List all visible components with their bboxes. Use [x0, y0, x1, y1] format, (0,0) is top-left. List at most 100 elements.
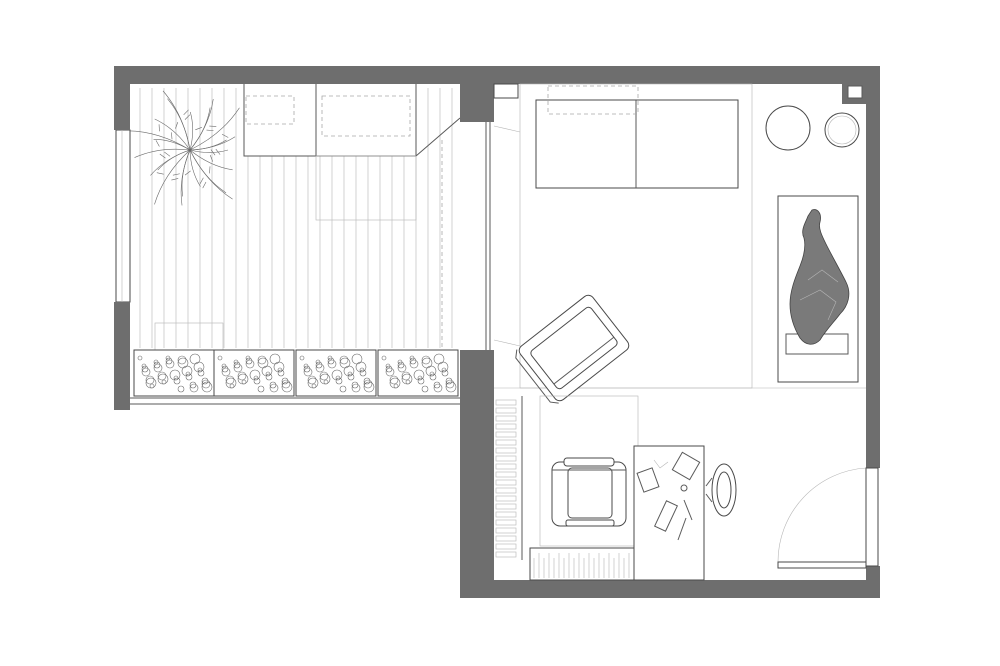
shrub-leaf: [397, 359, 403, 365]
bed-pillow-dashed: [547, 85, 639, 115]
shrub-leaf: [347, 373, 355, 381]
built-in-bench-outline: [243, 84, 461, 157]
shrub-leaf: [409, 355, 415, 361]
shrub-leaf: [445, 381, 457, 393]
hinge-mark-2: [493, 339, 521, 347]
shrub-leaf: [303, 363, 309, 369]
shrub-leaf: [273, 361, 285, 373]
shrub-leaf: [429, 373, 437, 381]
palm-frond: [154, 149, 191, 205]
shrub-leaf: [265, 373, 273, 381]
shrub-leaf: [281, 379, 291, 389]
shrub-leaf: [189, 381, 197, 389]
shrub-leaf: [385, 363, 391, 369]
shrub-leaf: [201, 377, 209, 385]
shrub-leaf: [445, 377, 453, 385]
palm-leaflet: [184, 170, 191, 176]
shrub-leaf: [421, 355, 431, 365]
low-table-outline: [315, 155, 417, 221]
shrub-leaf: [319, 373, 331, 385]
shrub-leaf: [351, 383, 361, 393]
shrub-leaf: [237, 373, 249, 385]
book-row: [533, 553, 630, 578]
shrub-leaf: [307, 377, 319, 389]
shrub-leaf: [177, 355, 187, 365]
palm-frond: [189, 149, 227, 194]
shrub-leaf: [165, 357, 173, 365]
shrub-leaf: [303, 365, 311, 373]
palm-leaflet: [202, 181, 207, 189]
shelf-slat: [495, 487, 517, 494]
palm-leaflet: [209, 155, 214, 162]
shelf-slat: [495, 399, 517, 406]
wall-column-top: [460, 66, 494, 122]
shelf-slat: [495, 423, 517, 430]
palm-leaflet: [155, 140, 160, 147]
palm-leaflet: [199, 177, 204, 185]
study-corner: [495, 395, 737, 581]
shrub-leaf: [389, 377, 401, 389]
shrub-leaf: [363, 377, 371, 385]
balcony-deck: [115, 84, 461, 405]
reclining-figure: [789, 209, 850, 345]
shrub-leaf: [355, 361, 367, 373]
wall-left-lower: [114, 302, 130, 410]
shrub-leaf: [315, 363, 325, 373]
shrub-leaf: [185, 373, 193, 381]
palm-leaflet: [164, 151, 171, 157]
shrub-leaf: [401, 371, 411, 381]
shrub-leaf: [253, 377, 261, 385]
shrub-leaf: [433, 381, 441, 389]
shrub-leaf: [409, 359, 419, 369]
shelf-slat: [495, 407, 517, 414]
shrub-leaf: [193, 361, 205, 373]
palm-leaflet: [171, 178, 179, 181]
palm-leaflet: [206, 129, 214, 131]
shrub-leaf: [409, 357, 417, 365]
bedside-table-left: [765, 105, 811, 151]
shelf-slat: [495, 527, 517, 534]
bench-cushion-2: [321, 95, 411, 137]
shrub-leaf: [169, 369, 181, 381]
shrub-leaf: [363, 381, 375, 393]
bedside-table-right: [824, 112, 860, 148]
double-bed: [535, 99, 739, 189]
hinge-mark-1: [493, 125, 521, 133]
bench-dividers: [243, 84, 417, 156]
shelf-slat: [495, 551, 517, 558]
shrub-leaf: [153, 363, 163, 373]
shrub-leaf: [157, 373, 169, 385]
palm-frond: [154, 118, 191, 151]
shrub-leaf: [351, 381, 359, 389]
palm-frond: [189, 136, 236, 151]
shrub-leaf: [181, 365, 193, 377]
shelf-slat: [495, 447, 517, 454]
palm-frond: [180, 149, 191, 206]
shrub-leaf: [281, 377, 289, 385]
shrub-leaf: [425, 365, 437, 377]
shrub-leaf: [269, 381, 277, 389]
shrub-leaf: [339, 385, 347, 393]
shrub-leaf: [307, 375, 317, 385]
shrub-leaf: [245, 359, 255, 369]
walls: [114, 66, 880, 598]
shelf-slat: [495, 479, 517, 486]
shrub-leaf: [299, 355, 305, 361]
shrub-leaf: [335, 377, 343, 385]
shrub-leaf: [421, 385, 429, 393]
shrub-leaf: [165, 359, 175, 369]
shrub-leaf: [389, 375, 399, 385]
shrub-leaf: [441, 369, 449, 377]
palm-frond: [189, 149, 233, 171]
shrub-leaf: [141, 367, 151, 377]
palm-frond: [189, 139, 227, 151]
shrub-leaf: [257, 385, 265, 393]
wall-middle-lower: [460, 350, 494, 598]
shrub-leaf: [339, 355, 349, 365]
planter-box: [377, 349, 459, 397]
shrub-leaf: [233, 359, 239, 365]
shrub-leaf: [327, 357, 335, 365]
potted-palm: [127, 90, 240, 206]
shrub-leaf: [327, 359, 337, 369]
